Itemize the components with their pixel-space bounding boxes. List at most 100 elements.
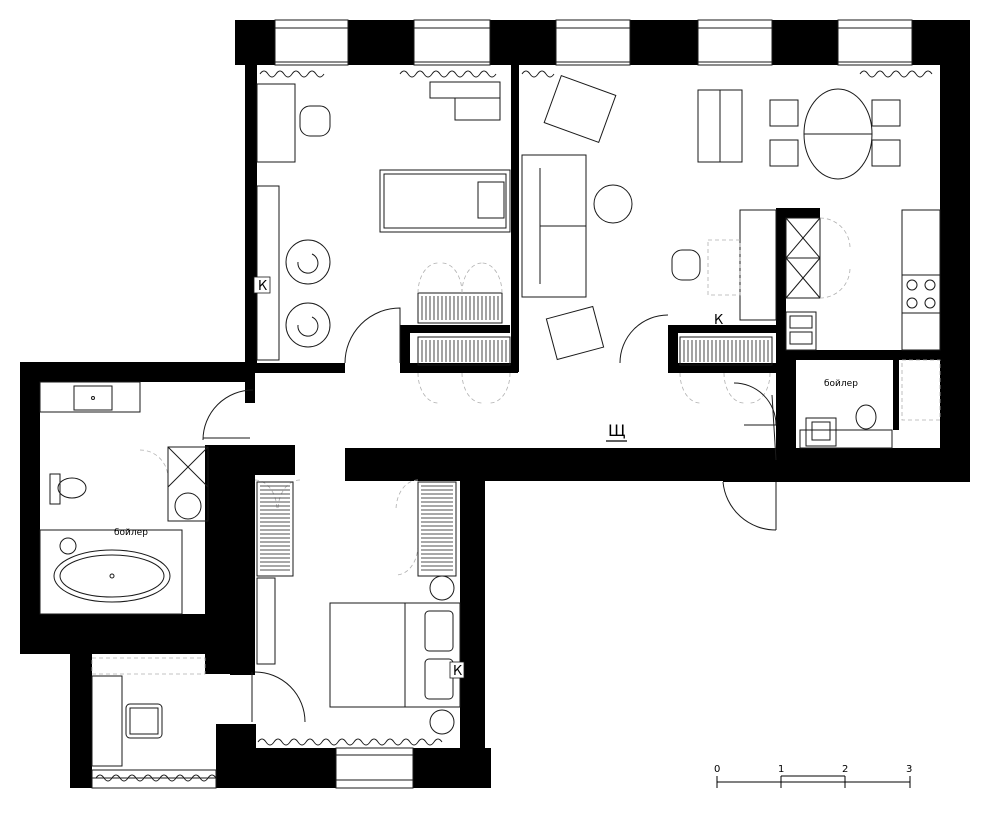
wardrobe-1b (417, 336, 511, 366)
wall-wardrobe1-t (400, 325, 510, 333)
wall-kitchen-partition-t (776, 208, 820, 218)
scale-tick-3: 3 (906, 764, 912, 775)
pouf-2 (285, 302, 331, 348)
washing-machine (167, 446, 209, 522)
scale-tick-0: 0 (714, 764, 720, 775)
outlet-k-label-3: К (453, 664, 462, 679)
wall-right (940, 62, 970, 482)
wall-bath-top (20, 362, 255, 382)
wall-wc-bottom (776, 448, 970, 482)
door-bedroom1 (344, 307, 401, 364)
wall-bath-right3 (230, 465, 255, 675)
bedroom-2-furniture (256, 481, 461, 735)
wall-bedroom1-bottom (245, 363, 345, 373)
doors (202, 307, 777, 723)
wall-wc-top (776, 350, 970, 360)
single-bed (379, 169, 511, 233)
bedroom-1-hatches (421, 296, 507, 362)
wall-kitchen-partition (776, 208, 786, 373)
shelf-2 (454, 97, 501, 121)
wall-bath-top-inner (245, 373, 255, 403)
living-furniture (521, 74, 941, 366)
wall-bedroom2-right (460, 478, 485, 748)
windows (91, 19, 913, 789)
wardrobe-3 (256, 481, 294, 577)
bed-pillow-2 (424, 658, 454, 700)
wall-top-pillar-6 (912, 20, 970, 65)
living-hatches (683, 340, 769, 362)
scale-bar: 0 1 2 3 (714, 764, 912, 788)
study-desk (91, 675, 123, 767)
kitchen-sink (785, 311, 817, 351)
wall-study-left (70, 654, 92, 788)
wall-study-top-right (205, 654, 255, 674)
work-desk (739, 209, 777, 321)
pouf-1 (285, 239, 331, 285)
desk-chair-2-icon (671, 249, 701, 281)
bath-sink (73, 385, 113, 411)
desk (256, 83, 296, 163)
wardrobe-4 (417, 481, 457, 577)
walls (20, 20, 970, 788)
dashed-guides (91, 217, 941, 675)
wall-corridor-right (723, 448, 776, 482)
wc-toilet (855, 404, 877, 430)
pillow (477, 181, 505, 219)
curtains (95, 70, 933, 782)
wall-wardrobe1-b (400, 363, 518, 373)
dining-chair-2 (769, 139, 799, 167)
wall-wc-left (776, 350, 796, 480)
nightstand-1 (429, 575, 455, 601)
wall-wc-right-inner (893, 360, 899, 430)
wall-top-pillar-3 (490, 20, 556, 65)
wall-top-pillar-5 (772, 20, 838, 65)
wall-wardrobe2 (668, 325, 678, 372)
scale-tick-2: 2 (842, 764, 848, 775)
bath-sink-counter (39, 381, 141, 413)
wall-bottom-pillar-1 (216, 748, 336, 788)
shelf (429, 81, 501, 99)
study-chair-icon (125, 703, 163, 739)
bedroom-2-hatches (260, 485, 453, 571)
bookcase (256, 185, 280, 361)
coffee-table (593, 184, 633, 224)
door-bedroom2 (254, 671, 306, 723)
dining-chair-1 (769, 99, 799, 127)
bedroom-1-furniture (256, 81, 511, 366)
wall-bath-left (20, 362, 40, 654)
bathtub (39, 529, 183, 615)
wardrobe-1 (417, 292, 503, 324)
door-bath (202, 389, 254, 441)
nightstand-2 (429, 709, 455, 735)
scale-tick-1: 1 (778, 764, 784, 775)
wall-bedroom1-left (245, 62, 257, 372)
wc-sink (805, 417, 837, 447)
desk-chair-icon (299, 105, 331, 137)
wall-top-pillar-4 (630, 20, 698, 65)
toilet (57, 477, 87, 499)
armchair-2-icon (545, 305, 605, 361)
wall-bedroom2-top (345, 448, 485, 481)
cooktop (901, 274, 941, 314)
wall-wardrobe2-b (668, 363, 780, 373)
double-bed (329, 602, 461, 708)
study-furniture (91, 675, 163, 767)
armchair-1-icon (543, 74, 617, 144)
bedroom2-shelf (256, 577, 276, 665)
dining-chair-3 (871, 99, 901, 127)
door-entrance (722, 481, 777, 531)
outlet-k-label-1: К (258, 279, 267, 294)
wc-counter (799, 429, 893, 449)
wardrobe-2 (679, 336, 773, 366)
outlet-labels: К К К (253, 276, 723, 679)
wall-wardrobe2-t (668, 325, 778, 333)
boiler-label-wc: бойлер (824, 379, 858, 389)
bathroom-fixtures (39, 381, 209, 615)
wall-partition-1 (511, 62, 519, 372)
bed-inner (383, 173, 507, 229)
bed-pillow-1 (424, 610, 454, 652)
door-living (619, 314, 669, 364)
door-wc (733, 382, 777, 426)
wall-top-pillar-2 (348, 20, 414, 65)
